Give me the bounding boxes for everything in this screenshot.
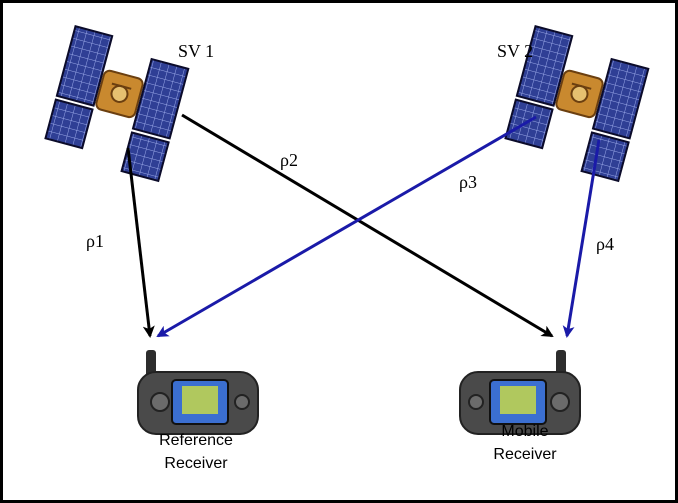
rho1-label: ρ1 xyxy=(86,231,104,251)
sv1-body xyxy=(95,69,144,119)
sv1-label: SV 1 xyxy=(178,41,214,61)
rho2-arrow xyxy=(181,113,554,338)
sv1-satellite-icon xyxy=(44,25,190,183)
rho1-arrow xyxy=(126,147,155,338)
rho4-label: ρ4 xyxy=(596,234,614,254)
rho4-arrow xyxy=(562,139,601,338)
sv1-solar-panel-right xyxy=(120,57,190,183)
rho2-label: ρ2 xyxy=(280,150,298,170)
rho3-arrow xyxy=(156,115,537,338)
sv2-solar-panel-left xyxy=(504,25,574,150)
mobile-receiver-label-line2: Receiver xyxy=(493,446,557,463)
sv2-solar-panel-right xyxy=(580,57,650,183)
sv2-label: SV 2 xyxy=(497,41,533,61)
sv2-satellite-icon xyxy=(504,25,650,183)
sv1-solar-panel-left xyxy=(44,25,114,150)
reference-receiver-label-line2: Receiver xyxy=(164,455,228,472)
mobile-receiver-label-line1: Mobile xyxy=(501,423,548,440)
mobile-receiver-icon xyxy=(459,350,581,435)
rho3-label: ρ3 xyxy=(459,172,477,192)
reference-receiver-icon xyxy=(137,350,259,435)
sv2-body xyxy=(555,69,604,119)
reference-receiver-label-line1: Reference xyxy=(159,432,233,449)
